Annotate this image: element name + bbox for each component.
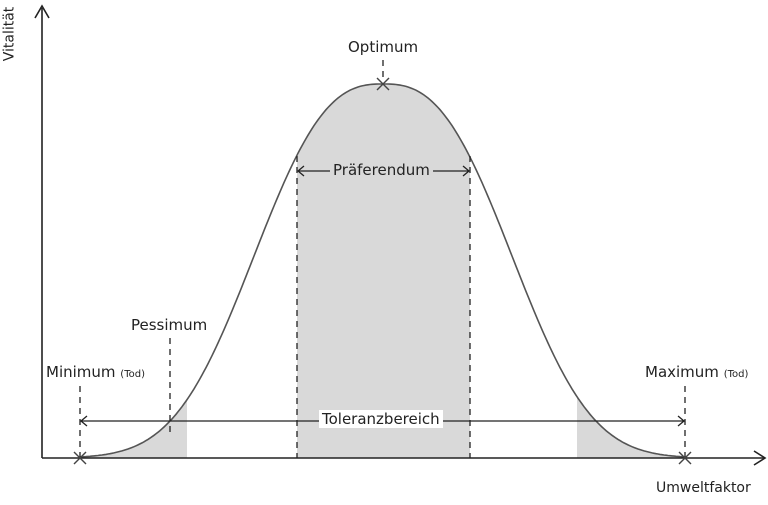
minimum-label: Minimum (Tod) (46, 363, 145, 381)
maximum-marker-icon (678, 451, 692, 465)
y-axis-arrow (34, 4, 50, 19)
praeferendum-shade (297, 84, 470, 458)
x-axis-arrow (753, 450, 767, 466)
toleranz-arrow-right (677, 415, 686, 427)
optimum-label: Optimum (348, 38, 419, 56)
minimum-marker-icon (73, 451, 87, 465)
praeferendum-arrow-left (296, 165, 305, 177)
minimum-tod: (Tod) (120, 369, 145, 380)
pessimum-left-shade (80, 399, 187, 458)
maximum-text: Maximum (645, 363, 719, 381)
pessimum-label: Pessimum (131, 316, 208, 334)
praeferendum-label: Präferendum (330, 161, 433, 179)
y-axis-label: Vitalität (1, 6, 18, 62)
toleranzbereich-label: Toleranzbereich (319, 410, 443, 428)
toleranz-arrow-left (79, 415, 88, 427)
maximum-tod: (Tod) (723, 369, 749, 380)
maximum-label: Maximum (Tod) (645, 363, 748, 381)
tolerance-curve (79, 83, 685, 458)
pessimum-right-shade (577, 396, 685, 458)
x-axis-label: Umweltfaktor (656, 480, 751, 496)
optimum-marker-icon (376, 77, 390, 91)
praeferendum-arrow-right (462, 165, 471, 177)
minimum-text: Minimum (46, 363, 116, 381)
